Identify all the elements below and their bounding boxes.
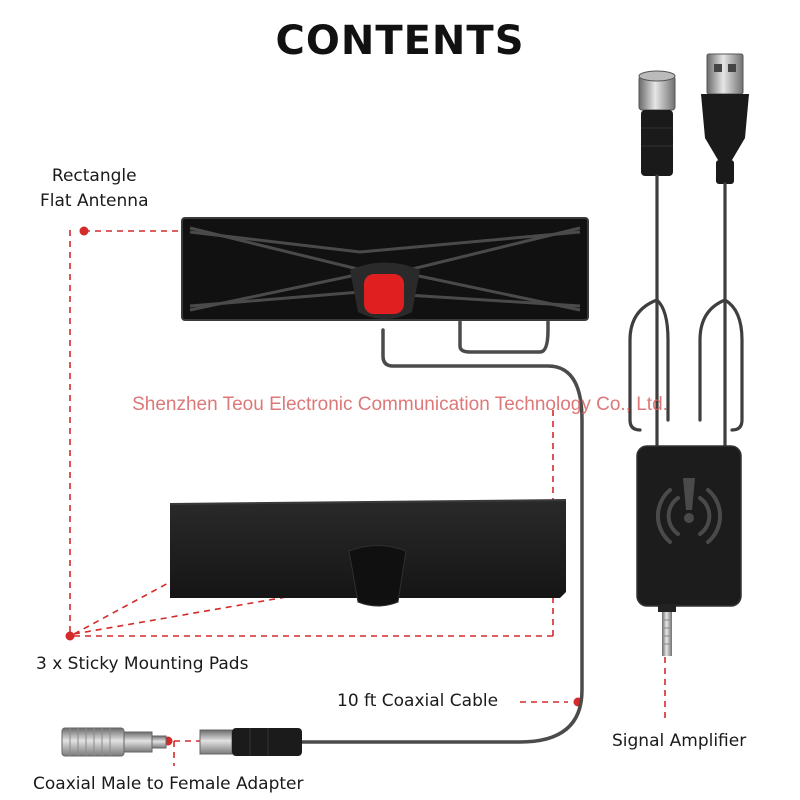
signal-amplifier <box>636 445 742 656</box>
company-watermark: Shenzhen Teou Electronic Communication T… <box>132 394 668 415</box>
amplifier-label: Signal Amplifier <box>612 731 747 751</box>
cable-label: 10 ft Coaxial Cable <box>337 691 499 711</box>
flat-antenna <box>181 217 589 321</box>
pads-label: 3 x Sticky Mounting Pads <box>36 654 249 674</box>
antenna-label-line1: Rectangle <box>51 166 137 186</box>
coax-adapter <box>61 727 167 757</box>
antenna-label: Rectangle Flat Antenna <box>40 164 148 214</box>
cable-coax-plug <box>199 728 302 756</box>
coax-connector-icon <box>638 70 676 176</box>
amplifier-cables <box>628 174 744 450</box>
signal-wave-icon <box>655 488 723 544</box>
adapter-label: Coaxial Male to Female Adapter <box>33 774 304 794</box>
sticky-mounting-pads <box>169 499 567 607</box>
coaxial-cable <box>298 320 584 744</box>
usb-plug-icon <box>701 53 749 184</box>
page-title: CONTENTS <box>275 18 525 64</box>
antenna-label-line2: Flat Antenna <box>40 191 149 211</box>
